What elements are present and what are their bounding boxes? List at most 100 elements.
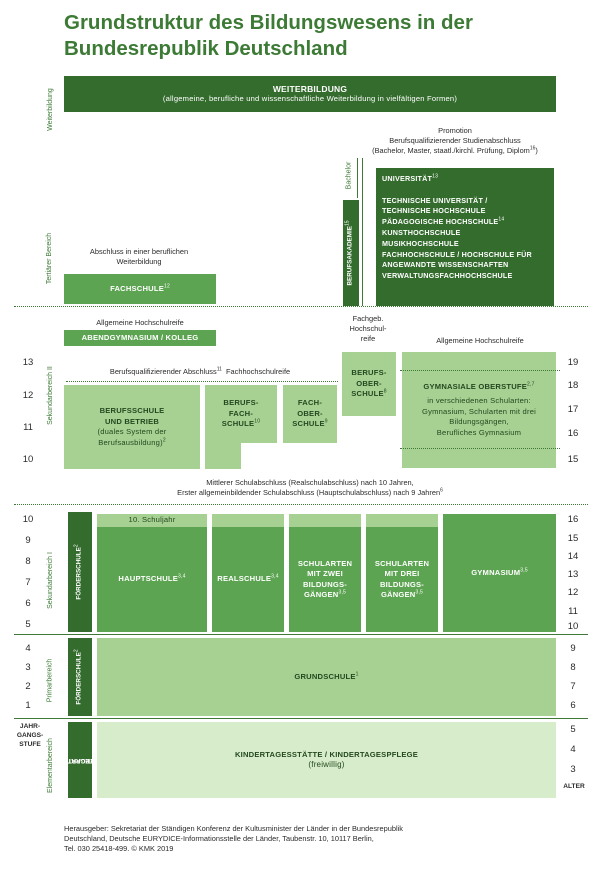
university-divider	[362, 158, 364, 306]
berufsschule-box: BERUFSSCHULE UND BETRIEB (duales System …	[64, 385, 200, 469]
boundary-tertiary	[14, 306, 588, 307]
footer: Herausgeber: Sekretariat der Ständigen K…	[64, 824, 544, 854]
berufsakademie-label: BERUFSAKADEMIE15	[344, 220, 355, 286]
university-item: PÄDAGOGISCHE HOCHSCHULE14	[382, 216, 505, 227]
promotion-line-1: Promotion	[438, 126, 472, 135]
grade-1: 1	[25, 700, 31, 711]
age-18: 18	[567, 380, 579, 391]
zwei-bildungsgaenge-box: SCHULARTEN MIT ZWEI BILDUNGS- GÄNGEN3,5	[289, 527, 361, 632]
age-9: 9	[570, 643, 576, 654]
bachelor-label: Bachelor	[345, 161, 353, 189]
grade-7: 7	[25, 577, 31, 588]
footer-line-2: Deutschland, Deutsche EURYDICE-Informati…	[64, 834, 374, 843]
schuljahr10-box: 10. Schuljahr	[97, 514, 207, 527]
grade-10-sek1: 10	[22, 514, 34, 525]
grade-11: 11	[23, 422, 33, 433]
allg-hochschulreife-right: Allgemeine Hochschulreife	[436, 336, 524, 345]
age-15-sek1: 15	[567, 533, 579, 544]
area-label-primar: Primarbereich	[46, 658, 54, 702]
grade-6: 6	[25, 598, 31, 609]
university-item: VERWALTUNGSFACHHOCHSCHULE	[382, 271, 513, 281]
boundary-elementar	[14, 718, 588, 720]
boundary-sek1	[14, 504, 588, 505]
grade-10: 10	[22, 454, 34, 465]
fachschule-box: FACHSCHULE12	[64, 274, 216, 304]
age-17: 17	[567, 404, 579, 415]
abendgymnasium-label: ABENDGYMNASIUM / KOLLEG	[81, 332, 199, 342]
gymnasium-box: GYMNASIUM3,5	[443, 514, 556, 632]
realschule-strip	[212, 514, 284, 527]
berufsqual-line	[66, 381, 338, 382]
area-label-tertiaer: Tertiärer Bereich	[46, 232, 54, 284]
age-16-sek1: 16	[567, 514, 579, 525]
foerderschule-sek1-label: FÖRDERSCHULE2	[73, 544, 84, 600]
age-13: 13	[567, 569, 579, 580]
area-label-sek2: Sekundarbereich II	[46, 365, 54, 425]
grade-12: 12	[22, 390, 34, 401]
grade-13: 13	[22, 357, 34, 368]
drei-bildungsgaenge-box: SCHULARTEN MIT DREI BILDUNGS- GÄNGEN3,5	[366, 527, 438, 632]
page-title: Grundstruktur des Bildungswesens in der …	[64, 10, 594, 62]
foerderschule-primar-label: FÖRDERSCHULE2	[73, 649, 84, 705]
age-8: 8	[570, 662, 576, 673]
age-10: 10	[567, 621, 579, 632]
area-label-weiterbildung: Weiterbildung	[46, 87, 54, 131]
age-11: 11	[568, 606, 578, 617]
fachgeb-label: Fachgeb. Hochschul- reife	[349, 314, 387, 343]
grade-2: 2	[25, 681, 31, 692]
age-5: 5	[570, 724, 576, 735]
age-16: 16	[567, 428, 579, 439]
weiterbildung-subtitle: (allgemeine, berufliche und wissenschaft…	[162, 94, 458, 103]
weiterbildung-title: WEITERBILDUNG	[272, 83, 348, 94]
title-line-2: Bundesrepublik Deutschland	[64, 37, 348, 60]
zwei-strip	[289, 514, 361, 527]
berufsfachschule-box: BERUFS- FACH- SCHULE10	[205, 385, 277, 443]
promotion-line-2: Berufsqualifizierender Studienabschluss	[389, 136, 521, 145]
grade-3: 3	[25, 662, 31, 673]
university-item: UNIVERSITÄT13	[382, 173, 439, 183]
age-4: 4	[570, 744, 576, 755]
university-spacer	[382, 185, 548, 196]
age-7: 7	[570, 681, 576, 692]
fachschule-label: FACHSCHULE12	[110, 283, 170, 293]
grade-5: 5	[25, 619, 31, 630]
footer-line-3: Tel. 030 25418-499. © KMK 2019	[64, 844, 174, 853]
grade-9: 9	[25, 535, 31, 546]
gym-line-top	[400, 370, 560, 371]
alter-label: ALTER	[563, 783, 585, 790]
university-item: MUSIKHOCHSCHULE	[382, 238, 459, 248]
hauptschule-box: HAUPTSCHULE3,4	[97, 527, 207, 632]
age-14: 14	[567, 551, 579, 562]
promotion-line-3: (Bachelor, Master, staatl./kirchl. Prüfu…	[372, 145, 538, 155]
age-12: 12	[567, 587, 579, 598]
berufsoberschule-box: BERUFS- OBER- SCHULE8	[342, 352, 396, 416]
grade-4: 4	[25, 643, 31, 654]
university-item: ANGEWANDTE WISSENSCHAFTEN	[382, 260, 509, 270]
boundary-primar	[14, 634, 588, 636]
abendgymnasium-box: ABENDGYMNASIUM / KOLLEG	[64, 330, 216, 346]
realschule-box: REALSCHULE3,4	[212, 527, 284, 632]
berufsfachschule-extension	[205, 443, 241, 469]
age-6: 6	[570, 700, 576, 711]
foerderschule-primar-box: FÖRDERSCHULE2	[68, 638, 92, 716]
bachelor-line	[357, 158, 359, 198]
age-19: 19	[567, 357, 579, 368]
promotion-label: Promotion Berufsqualifizierender Studien…	[340, 126, 570, 156]
age-3: 3	[570, 764, 576, 775]
university-item: TECHNISCHE UNIVERSITÄT /	[382, 195, 488, 205]
grundschule-box: GRUNDSCHULE1	[97, 638, 556, 716]
weiterbildung-box: WEITERBILDUNG (allgemeine, berufliche un…	[64, 76, 556, 112]
university-item: FACHHOCHSCHULE / HOCHSCHULE FÜR	[382, 249, 532, 259]
fachoberschule-box: FACH- OBER- SCHULE9	[283, 385, 337, 443]
abschluss-beruf-label: Abschluss in einer beruflichen Weiterbil…	[89, 247, 189, 266]
title-line-1: Grundstruktur des Bildungswesens in der	[64, 11, 473, 34]
university-item: TECHNISCHE HOCHSCHULE	[382, 206, 486, 216]
grade-8: 8	[25, 556, 31, 567]
gym-line-bottom	[400, 448, 560, 449]
kita-box: KINDERTAGESSTÄTTE / KINDERTAGESPFLEGE (f…	[97, 722, 556, 798]
foerderschule-sek1-box: FÖRDERSCHULE2	[68, 512, 92, 632]
university-item: KUNSTHOCHSCHULE	[382, 227, 461, 237]
